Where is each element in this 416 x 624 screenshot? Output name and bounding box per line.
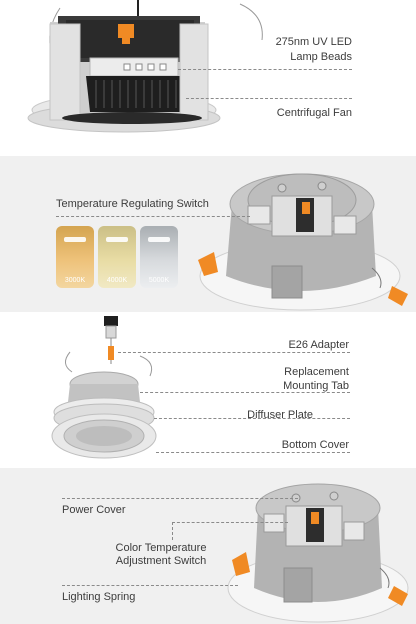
lighting-spring-label: Lighting Spring [62,591,136,603]
panel-installed-view: Power Cover Color Temperature Adjustment… [0,468,416,624]
diffuser-plate-label: Diffuser Plate [247,409,313,421]
tile-3000k-label: 3000K [64,277,86,284]
color-temp-leader-vertical [172,522,173,540]
e26-adapter-label: E26 Adapter [288,339,349,351]
replacement-label-line1: Replacement [284,366,349,378]
lighting-spring-leader-line [62,585,238,586]
diffuser-leader-line [154,418,350,419]
power-cover-leader-line [62,498,298,499]
panel-exploded-view: E26 Adapter Replacement Mounting Tab Dif… [0,312,416,468]
light-installed-illustration [227,483,409,623]
uv-led-leader-line [178,69,352,70]
e26-adapter-leader-line [118,352,350,353]
light-cutaway-illustration [27,0,263,133]
replacement-leader-line [140,392,350,393]
replacement-label-line2: Mounting Tab [283,380,349,392]
bottom-cover-label: Bottom Cover [281,439,349,451]
centrifugal-fan-label: Centrifugal Fan [276,107,352,119]
bottom-cover-leader-line [156,452,350,453]
temperature-switch-label: Temperature Regulating Switch [56,198,209,210]
tile-4000k-label: 4000K [106,277,128,284]
temperature-switch-leader-line [56,216,250,217]
uv-led-label-line1: 275nm UV LED [275,36,352,48]
uv-led-label-line2: Lamp Beads [290,51,352,63]
panel-temperature-switch: Temperature Regulating Switch 3000K 4000… [0,156,416,312]
color-temp-label-line1: Color Temperature [115,542,207,554]
tile-3000k: 3000K [56,226,94,288]
light-exploded-illustration [51,316,157,459]
light-back-illustration [198,173,408,311]
fan-leader-line [186,98,352,99]
panel-uv-fan: 275nm UV LED Lamp Beads Centrifugal Fan [0,0,416,156]
tile-disc-icon [64,237,86,242]
power-cover-label: Power Cover [62,504,126,516]
tile-disc-icon [148,237,170,242]
tile-5000k: 5000K [140,226,178,288]
tile-5000k-label: 5000K [148,277,170,284]
color-temp-leader-line [172,522,288,523]
tile-4000k: 4000K [98,226,136,288]
tile-disc-icon [106,237,128,242]
color-temp-label-line2: Adjustment Switch [115,555,207,567]
